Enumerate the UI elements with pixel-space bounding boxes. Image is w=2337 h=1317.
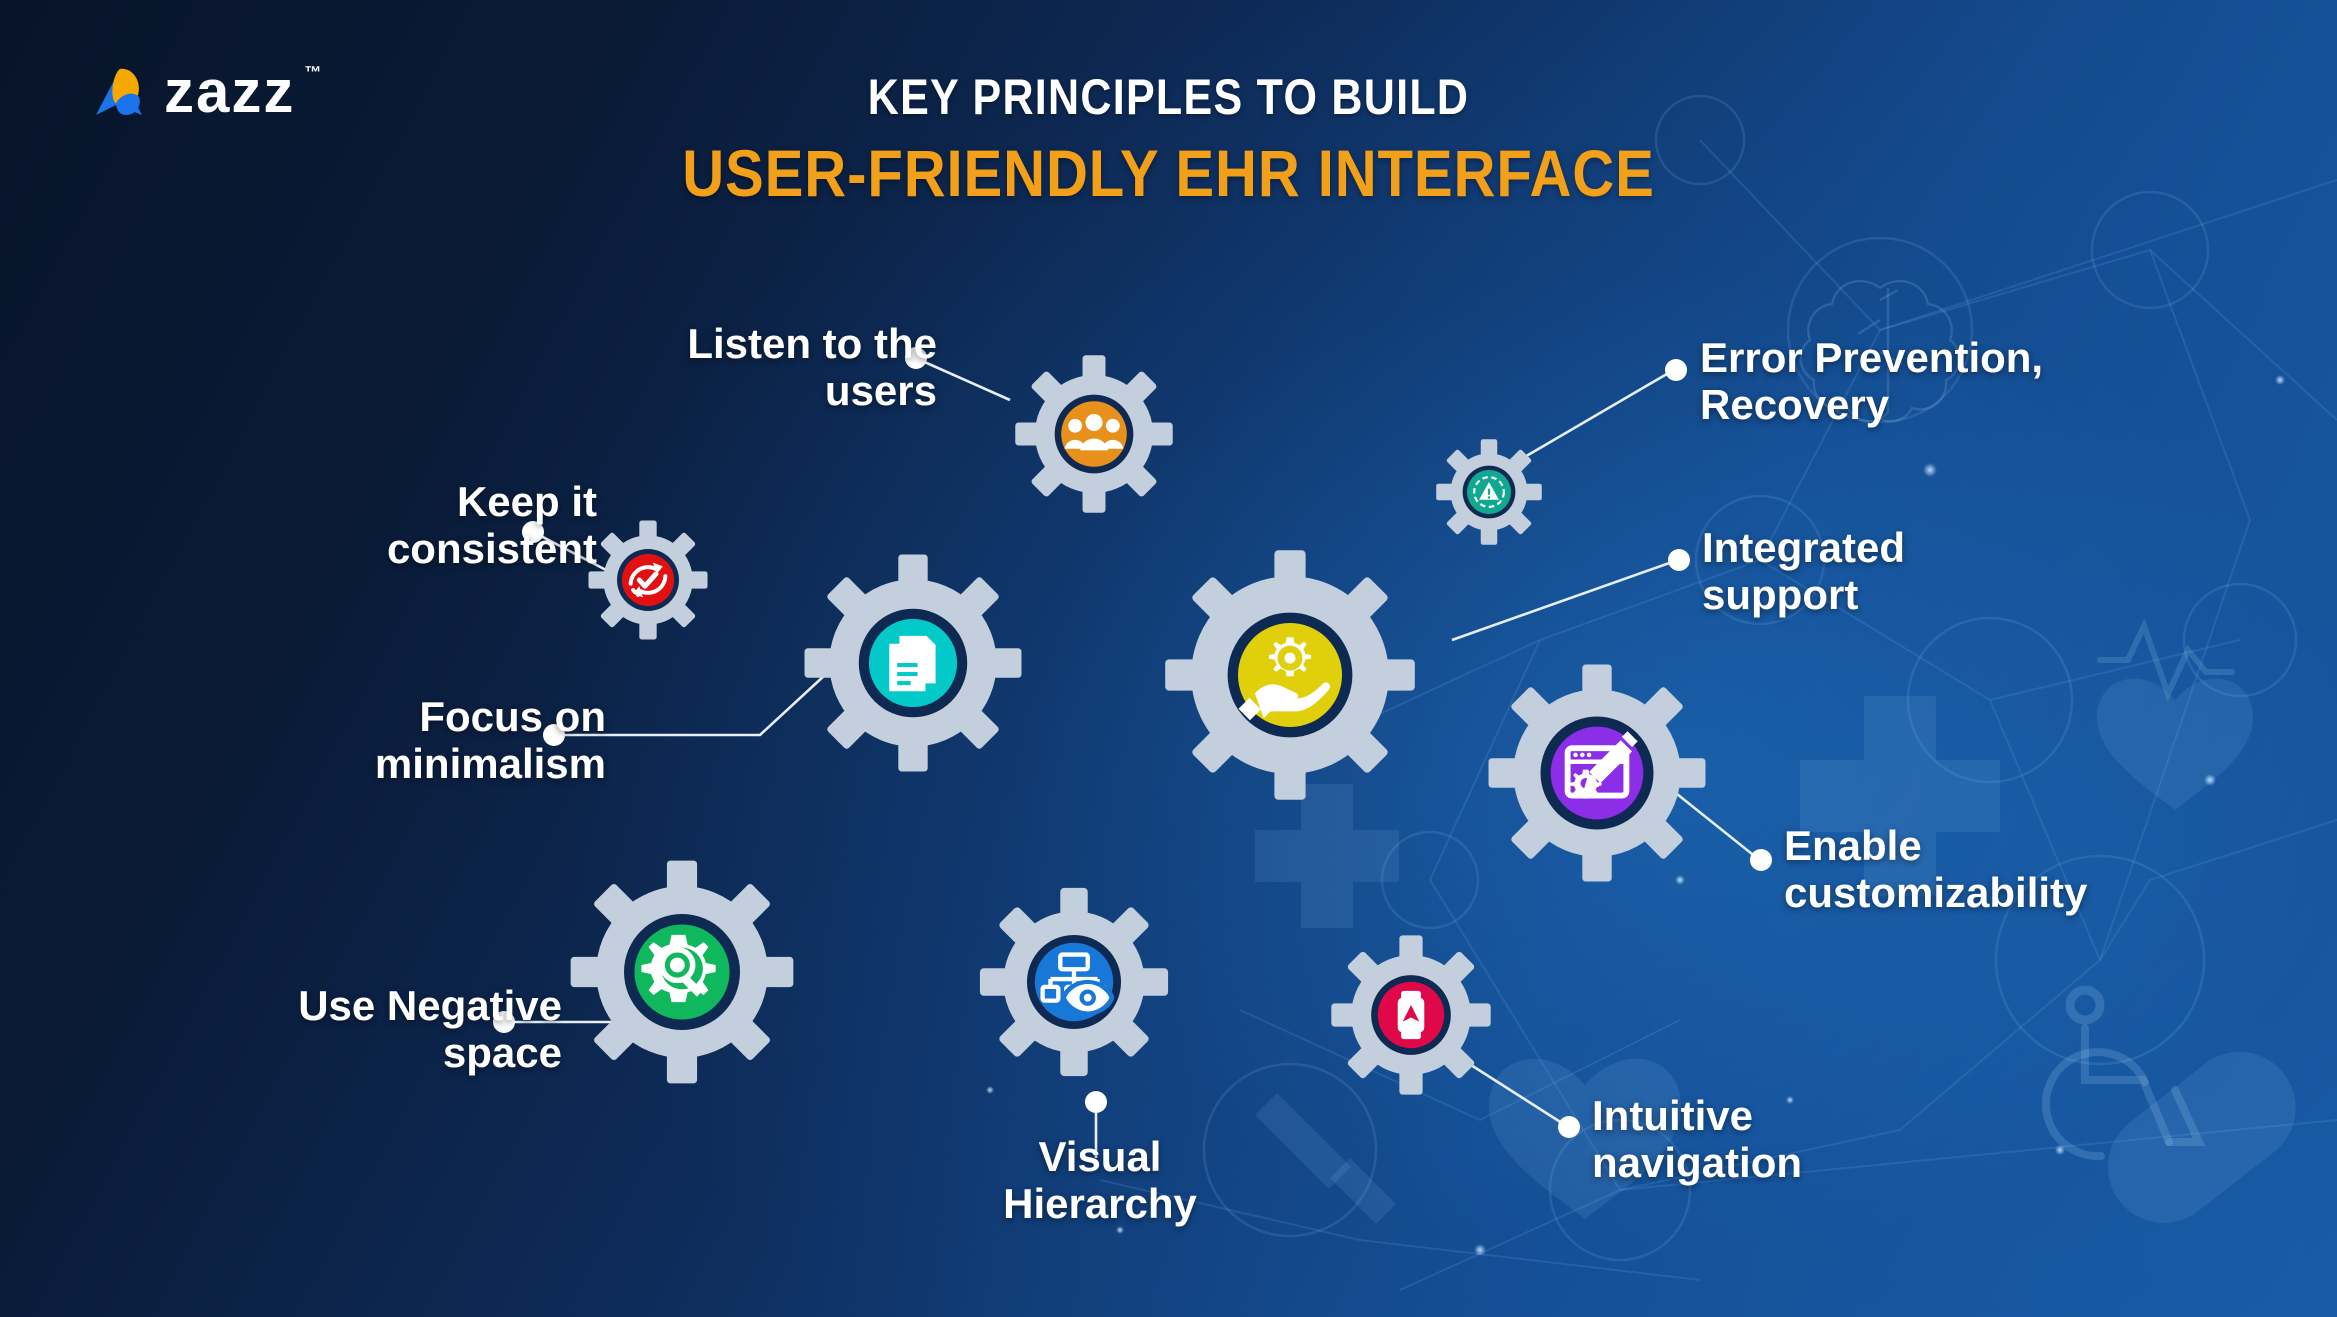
brand-logo[interactable]: zazz ™	[92, 62, 321, 122]
label-focus-minimalism: Focus on minimalism	[374, 693, 606, 788]
gear-visual-hierarchy[interactable]	[976, 884, 1172, 1080]
label-enable-customizability: Enable customizability	[1784, 822, 2088, 917]
warning-shield-icon	[1473, 476, 1505, 508]
page-title: KEY PRINCIPLES TO BUILD USER-FRIENDLY EH…	[0, 72, 2337, 208]
trademark-symbol: ™	[304, 63, 322, 82]
dot-customize	[1750, 849, 1772, 871]
documents-icon	[889, 635, 936, 692]
label-negative-space: Use Negative space	[298, 982, 562, 1077]
dot-navigation	[1558, 1116, 1580, 1138]
accent-listen-users	[1061, 401, 1127, 467]
label-integrated-support: Integrated support	[1702, 524, 1906, 619]
gear-enable-customizability[interactable]	[1484, 660, 1710, 886]
gear-integrated-support[interactable]	[1160, 545, 1420, 805]
brand-name-text: zazz	[164, 58, 296, 125]
gear-focus-minimalism[interactable]	[800, 550, 1026, 776]
smartwatch-navigation-icon	[1397, 990, 1425, 1040]
zazz-triangle-logo-icon	[92, 65, 150, 119]
label-keep-consistent: Keep it consistent	[386, 478, 597, 573]
label-error-prevention: Error Prevention, Recovery	[1700, 334, 2044, 429]
users-group-icon	[1064, 413, 1124, 451]
dot-error	[1665, 359, 1687, 381]
gear-listen-users[interactable]	[1012, 352, 1176, 516]
heart-shape	[2097, 678, 2253, 810]
label-visual-hierarchy: Visual Hierarchy	[1003, 1133, 1197, 1228]
heartbeat-icon	[2097, 618, 2235, 703]
connector-support	[1451, 559, 1676, 642]
gear-negative-space[interactable]	[566, 856, 798, 1088]
wheelchair-icon	[2041, 985, 2206, 1161]
window-pencil-gear-icon	[1564, 731, 1638, 799]
title-line-1: KEY PRINCIPLES TO BUILD	[867, 69, 1470, 125]
brand-name: zazz ™	[164, 62, 321, 122]
eye-badge	[1061, 980, 1115, 1016]
dot-hierarchy	[1085, 1091, 1107, 1113]
gear-error-prevention[interactable]	[1434, 437, 1544, 547]
label-listen-users: Listen to the users	[687, 320, 937, 415]
gear-intuitive-navigation[interactable]	[1328, 932, 1494, 1098]
gear-magnifier-icon	[641, 934, 716, 1003]
hand-holding-gear-icon	[1238, 637, 1331, 721]
title-line-2: USER-FRIENDLY EHR INTERFACE	[682, 136, 1655, 210]
gear-keep-consistent[interactable]	[586, 518, 710, 642]
label-intuitive-navigation: Intuitive navigation	[1592, 1092, 1803, 1187]
dot-support	[1668, 549, 1690, 571]
